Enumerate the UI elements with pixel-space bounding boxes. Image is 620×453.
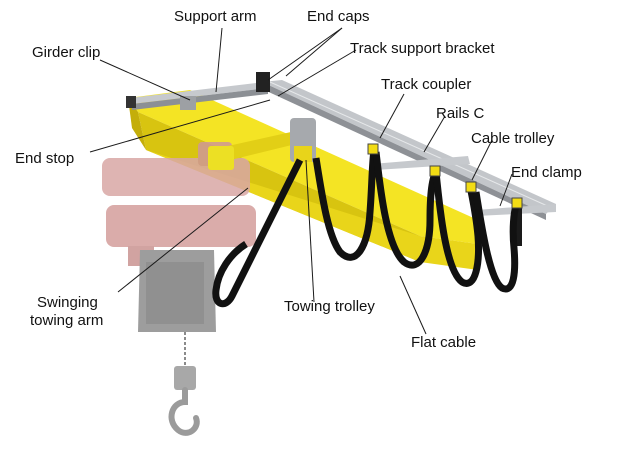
label-rails-c: Rails C — [436, 105, 485, 122]
label-track-support-bracket: Track support bracket — [350, 40, 495, 57]
label-swinging-towing-arm-line1: Swinging — [37, 294, 98, 311]
towing-trolley — [290, 118, 316, 162]
girder-clip — [180, 96, 196, 110]
label-support-arm: Support arm — [174, 8, 257, 25]
swinging-towing-arm — [208, 130, 304, 170]
support-arm — [130, 82, 268, 110]
label-end-stop: End stop — [15, 150, 74, 167]
label-track-coupler: Track coupler — [381, 76, 471, 93]
leader-lines — [89, 27, 513, 335]
label-end-caps: End caps — [307, 8, 370, 25]
label-end-clamp: End clamp — [511, 164, 582, 181]
label-flat-cable: Flat cable — [411, 334, 476, 351]
label-swinging-towing-arm-line2: towing arm — [30, 312, 103, 329]
label-girder-clip: Girder clip — [32, 44, 100, 61]
electric-hoist — [102, 142, 256, 436]
end-caps — [126, 72, 270, 108]
cable-trolleys — [367, 143, 523, 209]
label-towing-trolley: Towing trolley — [284, 298, 375, 315]
flat-cable — [212, 149, 520, 308]
end-clamp — [512, 204, 522, 246]
label-cable-trolley: Cable trolley — [471, 130, 555, 147]
